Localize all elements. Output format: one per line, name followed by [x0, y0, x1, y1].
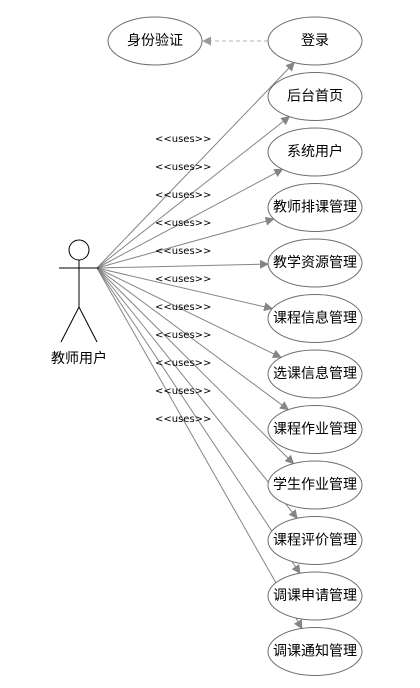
usecase-item[interactable]: 调课通知管理 [267, 627, 363, 676]
usecase-item[interactable]: 教师排课管理 [267, 183, 363, 232]
uses-label: <<uses>> [155, 246, 211, 257]
usecase-ellipse [267, 16, 363, 66]
actor-name: 教师用户 [51, 350, 107, 367]
uses-connection-line [96, 267, 298, 520]
usecase-ellipse [267, 72, 363, 121]
usecase-ellipse [267, 405, 363, 454]
uses-connection-line [96, 267, 295, 465]
usecase-ellipse [267, 349, 363, 399]
usecase-ellipse [267, 294, 363, 343]
actor-left-leg [60, 306, 80, 343]
usecase-ellipse [267, 127, 363, 177]
usecase-ellipse [267, 238, 363, 288]
usecase-item[interactable]: 选课信息管理 [267, 349, 363, 399]
usecase-item[interactable]: 课程评价管理 [267, 516, 363, 565]
uses-label: <<uses>> [155, 386, 211, 397]
usecase-item[interactable]: 学生作业管理 [267, 460, 363, 510]
actor-right-leg [78, 306, 98, 343]
usecase-label: 选课信息管理 [273, 365, 357, 382]
usecase-item[interactable]: 课程作业管理 [267, 405, 363, 454]
usecase-label: 身份验证 [127, 33, 183, 49]
usecase-item[interactable]: 调课申请管理 [267, 571, 363, 621]
uses-label: <<uses>> [155, 414, 211, 425]
usecase-label: 学生作业管理 [273, 477, 357, 493]
usecase-item[interactable]: 登录 [267, 16, 363, 66]
uses-connection-line [96, 61, 295, 269]
uses-connection-line [96, 216, 275, 269]
usecase-label: 后台首页 [287, 89, 343, 105]
uses-label: <<uses>> [155, 134, 211, 145]
usecase-label: 系统用户 [287, 143, 343, 160]
uses-connections [96, 61, 303, 630]
usecase-item[interactable]: 教学资源管理 [267, 238, 363, 288]
usecase-label: 调课通知管理 [273, 643, 357, 660]
usecase-authentication[interactable]: 身份验证 [107, 16, 203, 66]
usecase-label: 教师排课管理 [273, 200, 357, 216]
uses-label: <<uses>> [155, 274, 211, 285]
usecase-label: 课程评价管理 [273, 533, 357, 549]
uses-connection-line [96, 267, 282, 358]
usecase-ellipse [267, 183, 363, 232]
uses-label: <<uses>> [155, 190, 211, 201]
usecase-ellipse [267, 516, 363, 565]
usecase-label: 调课申请管理 [273, 588, 357, 604]
uses-label: <<uses>> [155, 218, 211, 229]
uses-connection-line [96, 267, 290, 411]
usecase-list: 登录后台首页系统用户教师排课管理教学资源管理课程信息管理选课信息管理课程作业管理… [267, 16, 363, 676]
actor-teacher[interactable]: 教师用户 [51, 239, 107, 367]
usecase-label: 课程信息管理 [273, 310, 357, 327]
uses-connection-line [96, 168, 284, 269]
uses-connection-line [96, 267, 301, 575]
uses-labels: <<uses>> <<uses>> <<uses>> <<uses>> <<uses>>… [155, 134, 211, 425]
usecase-item[interactable]: 系统用户 [267, 127, 363, 177]
uses-connection-line [96, 267, 303, 630]
uses-connection-line [96, 267, 274, 312]
uses-connection-line [96, 259, 269, 269]
usecase-label: 课程作业管理 [273, 422, 357, 438]
usecase-ellipse [267, 571, 363, 621]
uses-label: <<uses>> [155, 162, 211, 173]
uses-label: <<uses>> [155, 302, 211, 313]
actor-head [68, 239, 90, 261]
usecase-ellipse [267, 460, 363, 510]
usecase-label: 教学资源管理 [273, 255, 357, 271]
usecase-item[interactable]: 后台首页 [267, 72, 363, 121]
uses-label: <<uses>> [155, 330, 211, 341]
usecase-ellipse [267, 627, 363, 676]
usecase-item[interactable]: 课程信息管理 [267, 294, 363, 343]
usecase-label: 登录 [301, 33, 329, 49]
uses-label: <<uses>> [155, 358, 211, 369]
uses-connection-line [96, 116, 291, 269]
